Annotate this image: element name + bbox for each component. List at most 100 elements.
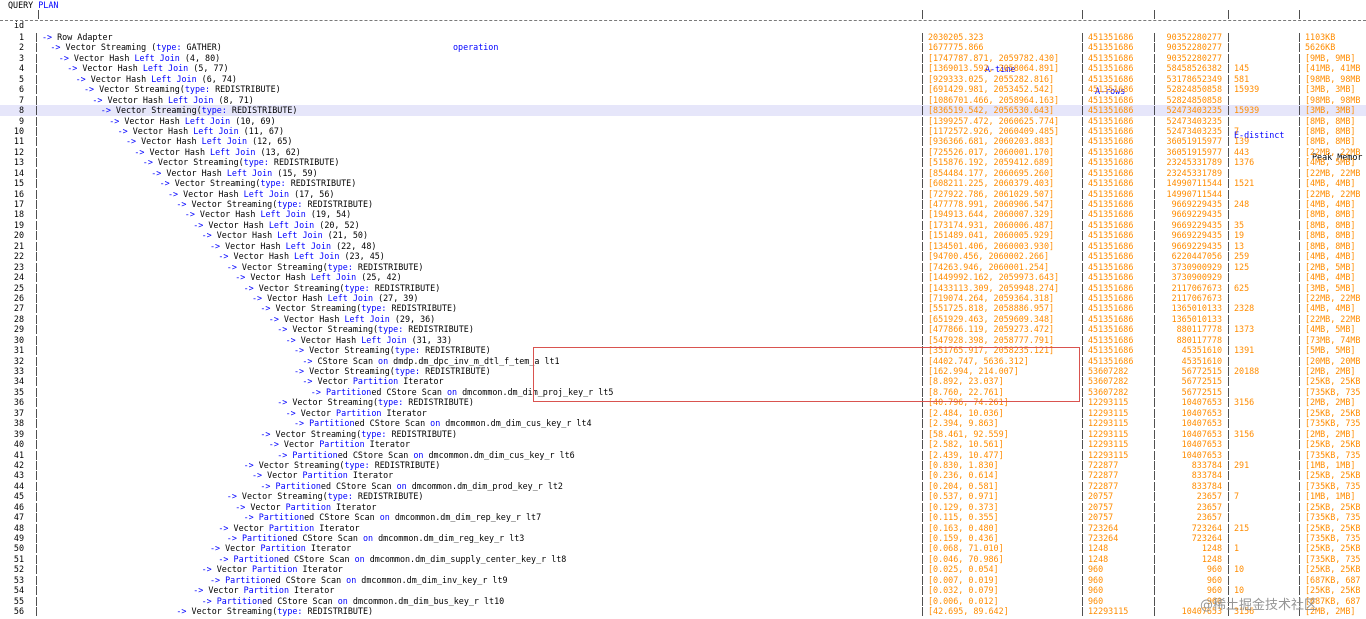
row-operation: -> Vector Hash Left Join (20, 52): [42, 220, 1073, 230]
row-e-distinct: 1376: [1234, 157, 1255, 168]
column-divider: |: [1152, 209, 1158, 220]
column-divider: |: [34, 209, 40, 220]
tree-arrow-icon: ->: [218, 522, 229, 533]
column-divider: |: [34, 345, 40, 356]
column-divider: |: [920, 282, 926, 293]
table-row: 43|-> Vector Partition Iterator|[0.236, …: [0, 470, 1366, 480]
row-operation: -> Vector Hash Left Join (8, 71): [42, 95, 972, 105]
operation-text: Row Adapter: [52, 32, 113, 42]
operation-text: Vector Hash Left Join (25, 42): [245, 272, 402, 283]
column-divider: |: [920, 355, 926, 366]
row-a-rows: 960: [1088, 595, 1104, 606]
row-peak-memory: [3MB, 3MB]: [1305, 105, 1356, 116]
row-e-rows: 6220447056: [1171, 251, 1222, 262]
column-divider: |: [1297, 282, 1303, 293]
row-peak-memory: [8MB, 8MB]: [1305, 125, 1356, 136]
table-row: 33|-> Vector Streaming(type: REDISTRIBUT…: [0, 366, 1366, 376]
column-divider: |: [1080, 439, 1086, 450]
column-divider: |: [920, 376, 926, 387]
row-e-rows: 45351610: [1181, 345, 1222, 356]
column-divider: |: [920, 73, 926, 84]
column-divider: |: [1152, 470, 1158, 481]
column-divider: |: [34, 386, 40, 397]
tree-arrow-icon: ->: [42, 32, 53, 42]
row-a-time: [1747787.871, 2059782.430]: [928, 52, 1060, 63]
row-a-time: [2.439, 10.477]: [928, 449, 1004, 460]
row-e-distinct: 15939: [1234, 84, 1260, 95]
column-divider: |: [1152, 355, 1158, 366]
row-operation: -> Partitioned CStore Scan on dmcommon.d…: [42, 481, 1140, 491]
column-divider: |: [1297, 397, 1303, 408]
row-e-distinct: 1391: [1234, 345, 1255, 356]
row-peak-memory: [25KB, 25KB: [1305, 585, 1361, 596]
row-e-rows: 90352280277: [1166, 32, 1222, 42]
row-id: 47: [13, 512, 24, 523]
header-divider: |: [1297, 9, 1303, 19]
column-divider: |: [920, 543, 926, 554]
column-divider: |: [34, 501, 40, 512]
column-divider: |: [1297, 355, 1303, 366]
column-divider: |: [1080, 480, 1086, 491]
operation-text: Vector Partition Iterator: [228, 522, 360, 533]
row-operation: -> Vector Hash Left Join (10, 69): [42, 116, 989, 126]
column-divider: |: [1226, 418, 1232, 429]
column-divider: |: [1297, 407, 1303, 418]
row-peak-memory: [2MB, 2MB]: [1305, 606, 1356, 617]
row-operation: -> Vector Streaming(type: REDISTRIBUTE): [42, 157, 1023, 167]
row-a-time: [727922.786, 2061029.507]: [928, 188, 1055, 199]
column-divider: |: [1152, 52, 1158, 63]
column-divider: |: [1297, 418, 1303, 429]
column-divider: |: [1080, 491, 1086, 502]
column-divider: |: [1152, 105, 1158, 116]
row-a-rows: 451351686: [1088, 334, 1134, 345]
column-divider: |: [1226, 543, 1232, 554]
column-divider: |: [1226, 230, 1232, 241]
column-divider: |: [1226, 146, 1232, 157]
column-divider: |: [1080, 251, 1086, 262]
table-row: 17|-> Vector Streaming(type: REDISTRIBUT…: [0, 199, 1366, 209]
tree-arrow-icon: ->: [193, 219, 204, 230]
row-e-distinct: 10: [1234, 564, 1245, 575]
row-operation: -> Vector Partition Iterator: [42, 439, 1149, 449]
column-divider: |: [920, 313, 926, 324]
column-divider: |: [1226, 449, 1232, 460]
row-e-rows: 36051915977: [1166, 146, 1222, 157]
column-divider: |: [1152, 522, 1158, 533]
row-a-time: [929333.025, 2055282.816]: [928, 73, 1055, 84]
row-e-rows: 960: [1206, 595, 1222, 606]
tree-arrow-icon: ->: [260, 303, 271, 314]
row-a-rows: 12293115: [1088, 449, 1129, 460]
column-divider: |: [1152, 94, 1158, 105]
tree-arrow-icon: ->: [226, 491, 237, 502]
row-peak-memory: [4MB, 4MB]: [1305, 178, 1356, 189]
row-e-rows: 90352280277: [1166, 52, 1222, 63]
column-divider: |: [1226, 157, 1232, 168]
column-divider: |: [1226, 94, 1232, 105]
row-a-time: [151489.041, 2060005.929]: [928, 230, 1055, 241]
column-divider: |: [1152, 251, 1158, 262]
table-row: 53|-> Partitioned CStore Scan on dmcommo…: [0, 575, 1366, 585]
row-operation: -> Vector Hash Left Join (29, 36): [42, 314, 1149, 324]
row-operation: -> Vector Streaming(type: REDISTRIBUTE): [42, 283, 1124, 293]
row-a-time: [0.115, 0.355]: [928, 512, 999, 523]
tree-arrow-icon: ->: [277, 397, 288, 408]
column-divider: |: [34, 512, 40, 523]
row-id: 22: [13, 251, 24, 262]
row-operation: -> Vector Partition Iterator: [42, 470, 1132, 480]
column-divider: |: [1226, 470, 1232, 481]
row-id: 35: [13, 386, 24, 397]
row-e-rows: 10407653: [1181, 397, 1222, 408]
column-divider: |: [1080, 94, 1086, 105]
column-divider: |: [1226, 397, 1232, 408]
table-row: 3|-> Vector Hash Left Join (4, 80)|[1747…: [0, 53, 1366, 63]
column-divider: |: [34, 439, 40, 450]
row-peak-memory: [25KB, 25KB: [1305, 407, 1361, 418]
row-e-rows: 960: [1206, 585, 1222, 596]
operation-text: Vector Hash Left Join (4, 80): [68, 52, 221, 63]
operation-text: Vector Partition Iterator: [203, 585, 335, 596]
table-row: 37|-> Vector Partition Iterator|[2.484, …: [0, 408, 1366, 418]
row-e-rows: 53178652349: [1166, 73, 1222, 84]
column-divider: |: [920, 449, 926, 460]
column-divider: |: [920, 459, 926, 470]
column-divider: |: [1152, 282, 1158, 293]
